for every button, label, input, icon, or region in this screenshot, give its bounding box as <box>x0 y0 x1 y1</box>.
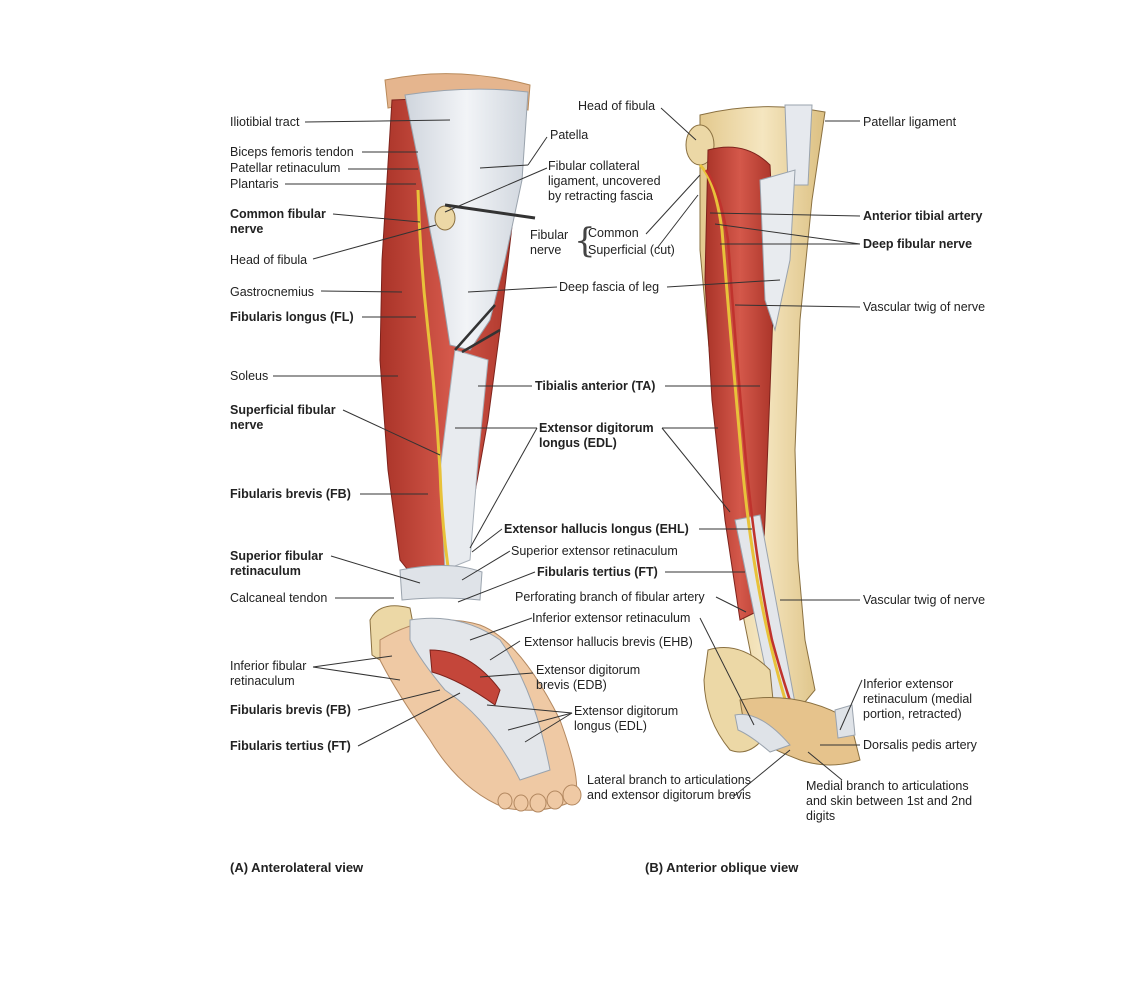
label-patellar-retinaculum: Patellar retinaculum <box>230 161 341 175</box>
leg-anterolateral <box>369 73 582 813</box>
label-common: Common <box>588 226 639 240</box>
label-anterior-tibial-artery: Anterior tibial artery <box>863 209 983 223</box>
label-soleus: Soleus <box>230 369 269 383</box>
label-tibialis-anterior: Tibialis anterior (TA) <box>535 379 656 393</box>
fascia-b <box>759 169 796 332</box>
label-vascular-twig-lower: Vascular twig of nerve <box>863 593 986 607</box>
fibular-nerve-brace: { <box>574 221 596 261</box>
label-superior-fibular-retinaculum: Superior fibular retinaculum <box>230 549 324 578</box>
retractor <box>444 203 536 220</box>
label-superficial-fibular-nerve: Superficial fibular nerve <box>230 403 336 432</box>
label-dorsalis-pedis-artery: Dorsalis pedis artery <box>863 738 977 752</box>
label-head-of-fibula-b: Head of fibula <box>578 99 656 113</box>
label-deep-fascia-of-leg: Deep fascia of leg <box>559 280 660 294</box>
label-ehb: Extensor hallucis brevis (EHB) <box>524 635 693 649</box>
caption-view-a: (A) Anterolateral view <box>230 860 364 875</box>
retinaculum-b <box>734 713 791 753</box>
label-fibularis-longus: Fibularis longus (FL) <box>230 310 354 324</box>
label-biceps-femoris-tendon: Biceps femoris tendon <box>230 145 354 159</box>
retractor-hook-2 <box>461 328 501 354</box>
label-inferior-extensor-medial: Inferior extensor retinaculum (medial po… <box>863 677 973 721</box>
toe-a-2 <box>546 790 564 810</box>
label-calcaneal-tendon: Calcaneal tendon <box>230 591 328 605</box>
ankle-retinaculum <box>399 565 483 601</box>
label-superficial-cut: Superficial (cut) <box>588 243 675 257</box>
toe-a-4 <box>513 794 529 812</box>
label-patella: Patella <box>550 128 589 142</box>
toe-a-5 <box>497 792 513 810</box>
label-inferior-extensor-retinaculum: Inferior extensor retinaculum <box>532 611 691 625</box>
superficial-fibular-nerve-drawing <box>416 189 452 581</box>
anterior-tibial-artery-drawing <box>704 169 810 751</box>
label-fibular-collateral-ligament: Fibular collateral ligament, uncovered b… <box>548 159 661 203</box>
label-fibularis-brevis-foot: Fibularis brevis (FB) <box>230 703 351 717</box>
deep-fibular-nerve-drawing <box>698 163 802 746</box>
label-superior-extensor-retinaculum: Superior extensor retinaculum <box>511 544 678 558</box>
label-fibularis-tertius-center: Fibularis tertius (FT) <box>537 565 658 579</box>
retinaculum-medial-b <box>834 704 856 739</box>
fibula-head-a <box>434 205 456 231</box>
label-perforating-branch: Perforating branch of fibular artery <box>515 590 705 604</box>
label-fibularis-brevis: Fibularis brevis (FB) <box>230 487 351 501</box>
knee-fascia <box>404 88 529 351</box>
label-edb: Extensor digitorum brevis (EDB) <box>536 663 641 692</box>
label-patellar-ligament: Patellar ligament <box>863 115 957 129</box>
label-head-of-fibula-a: Head of fibula <box>230 253 308 267</box>
label-gastrocnemius: Gastrocnemius <box>230 285 315 299</box>
label-lateral-branch: Lateral branch to articulations and exte… <box>587 773 751 802</box>
label-medial-branch: Medial branch to articulations and skin … <box>806 779 973 823</box>
label-edl: Extensor digitorum longus (EDL) <box>539 421 654 450</box>
label-edl-foot: Extensor digitorum longus (EDL) <box>574 704 679 733</box>
label-deep-fibular-nerve: Deep fibular nerve <box>863 237 973 251</box>
label-inferior-fibular-retinaculum: Inferior fibular retinaculum <box>230 659 307 688</box>
retractor-hook <box>454 304 496 351</box>
label-iliotibial-tract: Iliotibial tract <box>230 115 300 129</box>
leader-lines <box>273 107 863 798</box>
leg-anterior-oblique <box>685 104 861 766</box>
toe-a-3 <box>529 793 547 813</box>
label-fibularis-tertius-foot: Fibularis tertius (FT) <box>230 739 351 753</box>
toe-a-1 <box>562 784 582 806</box>
label-plantaris: Plantaris <box>230 177 279 191</box>
label-common-fibular-nerve: Common fibular nerve <box>230 207 326 236</box>
foot-muscles-a <box>429 649 501 706</box>
patellar-ligament-b <box>784 104 813 186</box>
caption-view-b: (B) Anterior oblique view <box>645 860 799 875</box>
label-vascular-twig-upper: Vascular twig of nerve <box>863 300 986 314</box>
label-fibular-nerve: Fibular nerve <box>530 228 569 257</box>
label-ehl: Extensor hallucis longus (EHL) <box>504 522 689 536</box>
